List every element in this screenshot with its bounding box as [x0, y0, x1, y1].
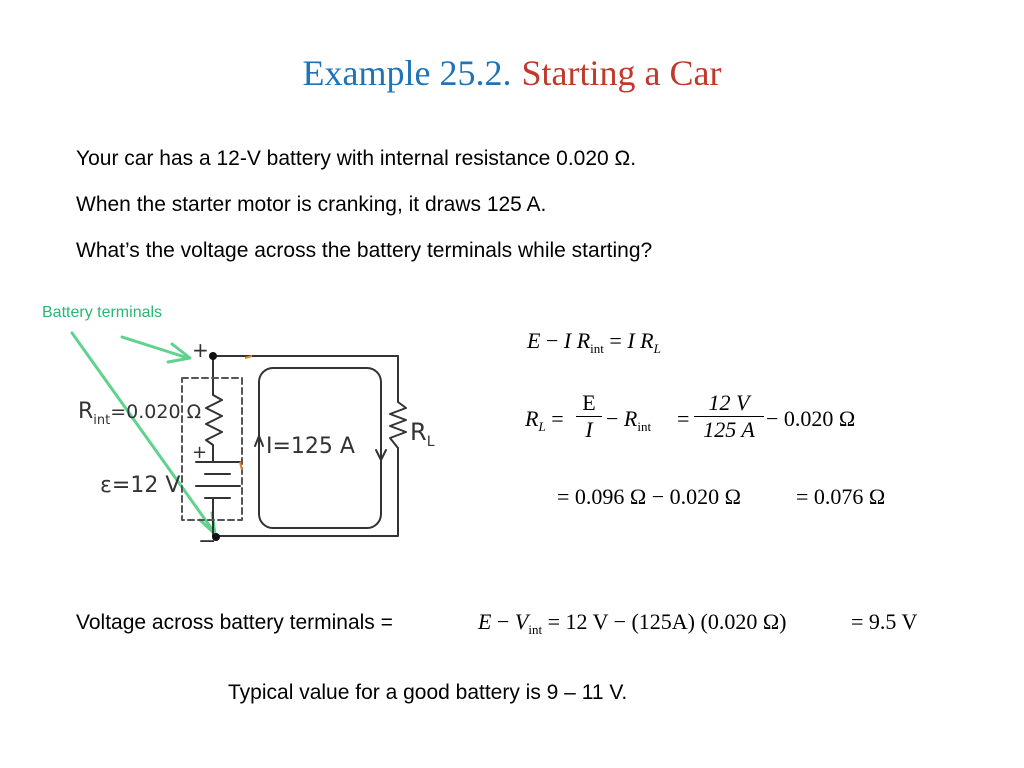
problem-line-2: When the starter motor is cranking, it d…: [76, 193, 547, 216]
circuit-wire-right: [215, 447, 399, 537]
voltage-result: = 9.5 V: [851, 609, 918, 634]
voltage-equation: E − Vint = 12 V − (125A) (0.020 Ω): [478, 609, 787, 637]
current-arrow-left: [254, 435, 264, 447]
equation-3-result: = 0.076 Ω: [796, 484, 886, 509]
equation-2-tail: − 0.020 Ω: [766, 406, 856, 431]
footer-note: Typical value for a good battery is 9 – …: [228, 681, 628, 704]
equation-3-part1: = 0.096 Ω − 0.020 Ω: [557, 484, 742, 509]
minus-bottom-label: −: [198, 529, 216, 554]
emf-label: ε=12 V: [100, 473, 180, 498]
equation-1: E − I Rint = I RL: [527, 328, 661, 356]
equation-2-equals: =: [677, 406, 690, 431]
terminal-bottom: [212, 533, 220, 541]
annotation-arrow-top: [120, 335, 190, 360]
current-label: I=125 A: [266, 434, 355, 459]
circuit-wire-top: [215, 355, 399, 403]
battery-box: [181, 377, 243, 521]
r-int-label: Rint=0.020 Ω: [78, 399, 201, 428]
problem-line-3: What’s the voltage across the battery te…: [76, 239, 653, 262]
battery-terminals-annotation: Battery terminals: [42, 304, 163, 321]
title-topic: Starting a Car: [521, 53, 722, 93]
current-loop: [258, 367, 382, 529]
battery-cell-plates: [195, 461, 241, 499]
equation-2-rint: − Rint: [606, 406, 652, 434]
problem-line-1: Your car has a 12-V battery with interna…: [76, 147, 637, 170]
load-resistor-label: RL: [410, 418, 435, 450]
slide-title: Example 25.2.Starting a Car: [0, 52, 1024, 94]
plus-cell-label: +: [192, 442, 207, 463]
terminal-top: [209, 352, 217, 360]
voltage-label: Voltage across battery terminals =: [76, 611, 393, 634]
internal-resistor: [205, 379, 223, 456]
annotation-arrow-bottom: [70, 331, 216, 534]
fraction-emf-over-current: E I: [576, 390, 602, 443]
current-arrow-right: [375, 449, 387, 461]
equation-2-lhs: RL =: [525, 406, 564, 434]
fraction-12v-over-125a: 12 V 125 A: [694, 390, 764, 443]
title-example-number: Example 25.2.: [302, 53, 512, 93]
annotation-arrowhead-top: [166, 342, 192, 364]
load-resistor: [389, 401, 407, 449]
plus-top-label: +: [192, 338, 209, 362]
